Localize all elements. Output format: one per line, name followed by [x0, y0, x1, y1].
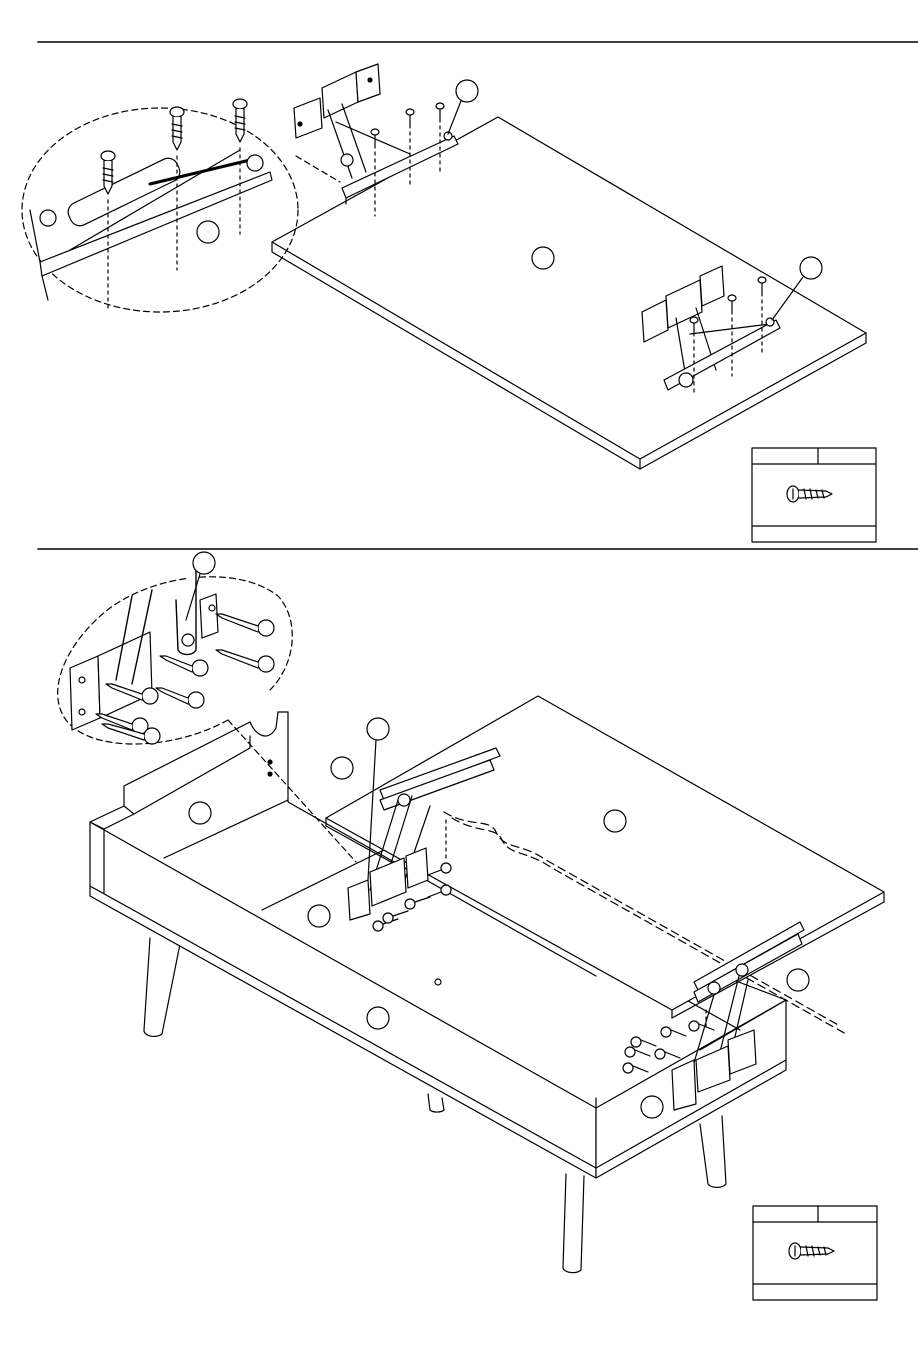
detail-magnifier-step1 — [22, 99, 340, 312]
callout-c2 — [197, 221, 219, 243]
callout-c1 — [456, 80, 478, 102]
callout-d6 — [308, 905, 330, 927]
callout-d2 — [367, 718, 389, 740]
callout-c3 — [532, 247, 554, 269]
callout-c4 — [800, 257, 822, 279]
step2-panel — [58, 552, 884, 1300]
step1-panel — [22, 64, 876, 542]
hardware-box-step2 — [753, 1206, 877, 1300]
callout-d5 — [604, 810, 626, 832]
callout-d4 — [189, 802, 211, 824]
callout-d8 — [367, 1007, 389, 1029]
hardware-box-step1 — [752, 448, 876, 542]
detail-screw-b — [170, 107, 184, 270]
callout-d7 — [787, 969, 809, 991]
callout-d9 — [641, 1096, 663, 1118]
callout-d1 — [193, 552, 215, 574]
callout-d3 — [331, 757, 353, 779]
detail-screw-a — [101, 151, 115, 312]
lid-board — [272, 117, 866, 469]
detail-screw-c — [233, 99, 247, 234]
